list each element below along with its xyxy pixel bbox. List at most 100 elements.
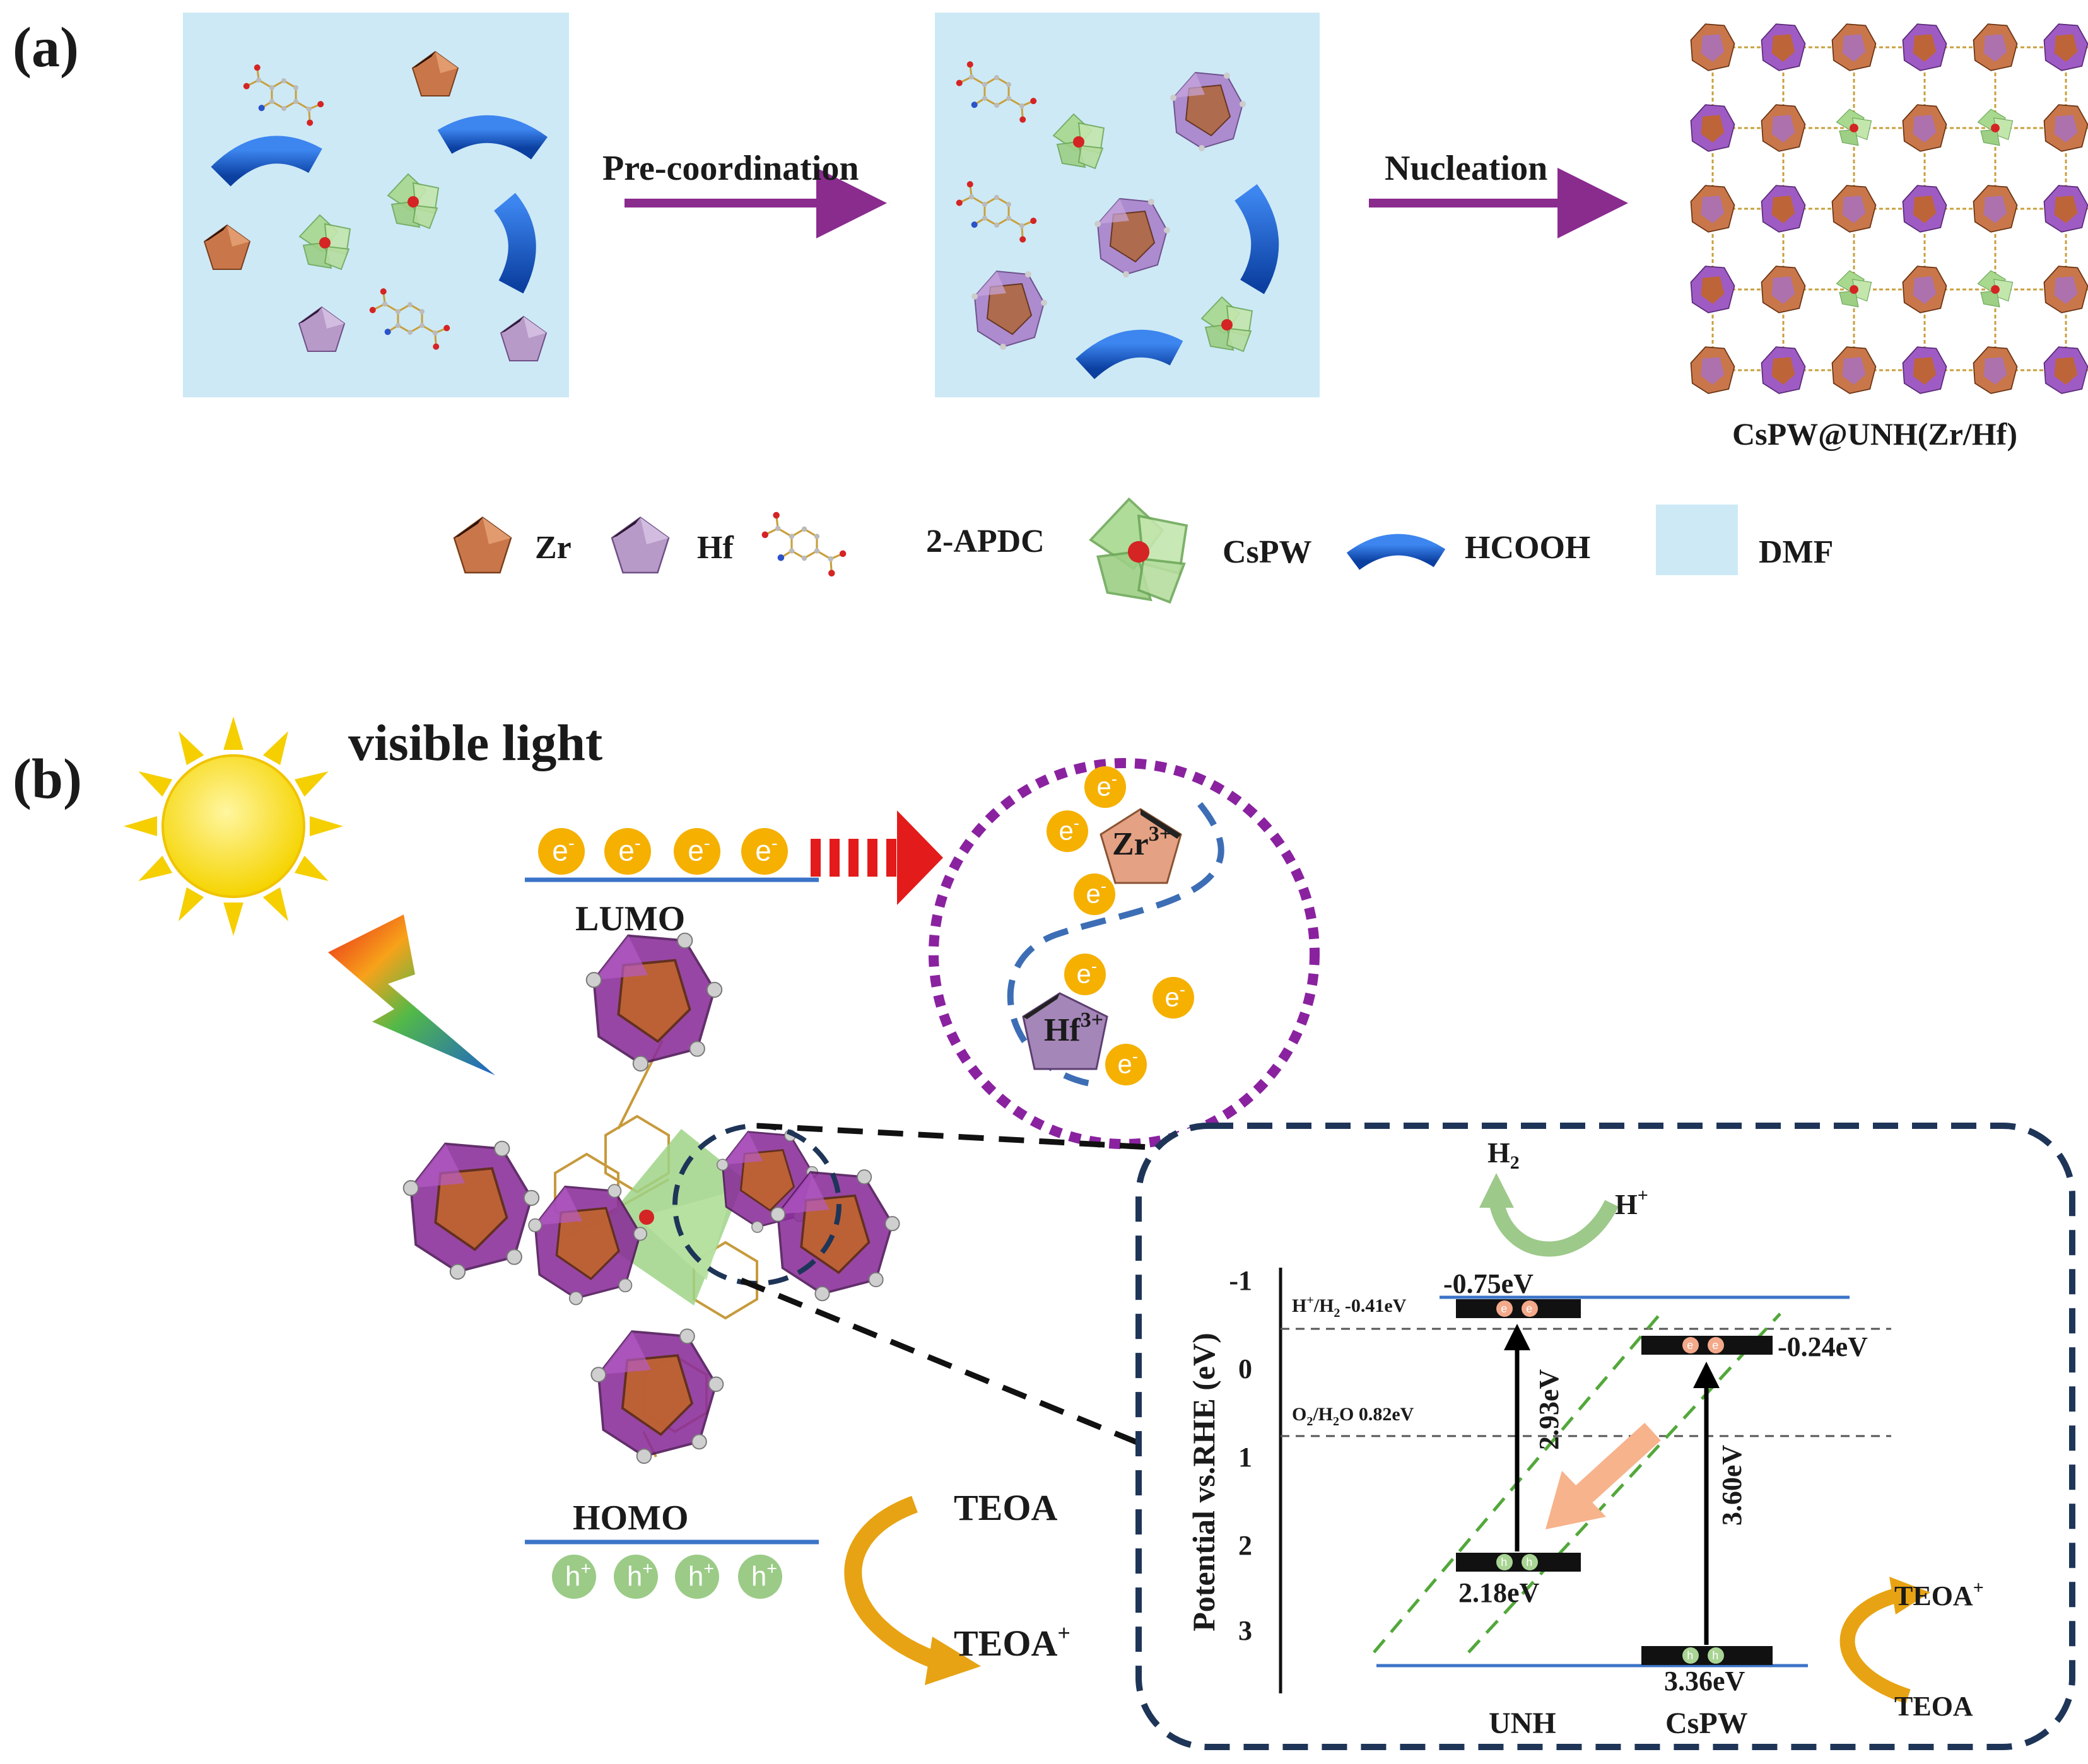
lattice-node: [1973, 346, 2018, 394]
band-hole: h: [1708, 1647, 1724, 1664]
panel-a: (a) Pre-coordination: [13, 13, 2088, 604]
unh-valence-band: [1456, 1553, 1581, 1572]
svg-text:e: e: [1501, 1302, 1507, 1315]
band-electron: e: [1682, 1337, 1699, 1353]
lattice-node: [1690, 185, 1735, 233]
lattice-node: [1902, 266, 1947, 313]
pre-coordination-label: Pre-coordination: [602, 149, 859, 188]
svg-text:e-: e-: [552, 832, 575, 867]
svg-text:e: e: [1712, 1339, 1718, 1352]
tick-0: 0: [1238, 1353, 1252, 1384]
legend-hcooh-label: HCOOH: [1465, 530, 1590, 566]
svg-text:e: e: [1687, 1339, 1693, 1352]
electron-particle: e-: [1105, 1044, 1147, 1085]
energy-level-diagram: Potential vs.RHE (eV) -1 0 1 2 3 H+/H2 -…: [1186, 1136, 1984, 1740]
lattice-node: [2043, 104, 2088, 152]
teoa-plus-label-left: TEOA+: [954, 1620, 1070, 1664]
tick-minus-1: -1: [1229, 1265, 1252, 1296]
legend-zr-label: Zr: [535, 530, 572, 566]
electron-particle: e-: [604, 828, 651, 875]
zr-ion: Zr3+: [1100, 808, 1182, 884]
cspw-valence-band: [1641, 1646, 1773, 1665]
legend-dmf-label: DMF: [1759, 534, 1833, 570]
lattice-node: [1902, 104, 1947, 152]
lattice-node: [1761, 104, 1806, 152]
unh-conduction-band: [1456, 1299, 1581, 1318]
svg-text:h+: h+: [565, 1558, 591, 1592]
electron-particle: e-: [1074, 873, 1115, 915]
lattice-node: [1761, 346, 1806, 394]
charge-transfer-arrow: [1545, 1422, 1661, 1529]
reactant-contents: [204, 51, 548, 362]
svg-text:e-: e-: [1059, 814, 1079, 846]
svg-text:e-: e-: [755, 832, 778, 867]
tick-2: 2: [1238, 1530, 1252, 1561]
legend-zr-icon: [453, 517, 512, 574]
svg-text:e-: e-: [1165, 980, 1185, 1012]
band-hole: h: [1682, 1647, 1699, 1664]
cspw-name: CsPW: [1665, 1707, 1748, 1740]
nucleation-label: Nucleation: [1385, 149, 1547, 188]
teoa-label-left: TEOA: [954, 1487, 1057, 1528]
svg-text:h+: h+: [751, 1558, 777, 1592]
svg-text:h: h: [1501, 1556, 1507, 1568]
teoa-label-diagram: TEOA: [1894, 1691, 1973, 1722]
legend: Zr Hf 2-APDC CsPW HCOOH DMF: [453, 498, 1833, 604]
band-electron: e: [1522, 1300, 1538, 1317]
h2-label: H2: [1487, 1136, 1520, 1173]
active-site-separator: [1007, 802, 1224, 1088]
intermediate-contents: [948, 58, 1279, 380]
lumo-label: LUMO: [575, 899, 685, 938]
legend-linker-label: 2-APDC: [926, 523, 1045, 559]
svg-text:h: h: [1687, 1649, 1693, 1662]
electron-particle: e-: [741, 828, 788, 875]
product-label: CsPW@UNH(Zr/Hf): [1732, 416, 2017, 452]
svg-text:e-: e-: [1077, 957, 1097, 989]
legend-hcooh-icon: [1346, 534, 1446, 570]
legend-pom-icon: [1089, 498, 1188, 604]
lattice-node: [1761, 23, 1806, 71]
svg-text:h+: h+: [627, 1558, 653, 1592]
svg-text:e-: e-: [1097, 769, 1117, 802]
product-framework-lattice: [1690, 23, 2088, 394]
lattice-node: [1831, 185, 1877, 233]
hole-particle: h+: [614, 1555, 658, 1599]
svg-text:e-: e-: [688, 832, 710, 867]
cspw-cb-value: -0.24eV: [1778, 1331, 1868, 1362]
unh-vb-value: 2.18eV: [1458, 1577, 1540, 1608]
lattice-node: [1902, 346, 1947, 394]
mof-structure-image: [402, 932, 901, 1465]
lattice-node: [1973, 23, 2018, 71]
svg-text:e-: e-: [618, 832, 641, 867]
electron-transfer-arrow: [811, 810, 943, 905]
active-site-electrons: e-e-e-e-e-e-: [1047, 766, 1194, 1085]
electron-particle: e-: [538, 828, 585, 875]
h2-evolution-arrow: [1489, 1200, 1619, 1257]
panel-a-label: (a): [13, 16, 79, 79]
lattice-node: [1690, 23, 1735, 71]
energy-axis-label: Potential vs.RHE (eV): [1186, 1333, 1221, 1632]
lumo-electrons: e-e-e-e-: [538, 828, 788, 875]
zoom-connector-bottom: [740, 1277, 1143, 1447]
legend-hf-label: Hf: [697, 530, 734, 566]
h2-evolution-potential-label: H+/H2 -0.41eV: [1292, 1294, 1407, 1320]
cspw-vb-value: 3.36eV: [1664, 1666, 1745, 1697]
lightning-bolt-icon: [328, 914, 495, 1075]
lattice-node: [1902, 23, 1947, 71]
energy-axis-ticks: -1 0 1 2 3: [1229, 1265, 1252, 1646]
lattice-node: [2043, 185, 2088, 233]
sun-icon: [124, 716, 343, 936]
lattice-node: [1761, 266, 1806, 313]
teoa-oxidation-arrow: [844, 1495, 943, 1671]
hole-particle: h+: [738, 1555, 782, 1599]
tick-3: 3: [1238, 1615, 1252, 1646]
cspw-bandgap-value: 3.60eV: [1716, 1445, 1747, 1526]
band-electron: e: [1496, 1300, 1513, 1317]
lattice-node: [1902, 185, 1947, 233]
lattice-node: [2043, 266, 2088, 313]
electron-particle: e-: [1084, 766, 1126, 808]
homo-label: HOMO: [573, 1498, 689, 1538]
zoom-connector-top: [756, 1123, 1161, 1151]
